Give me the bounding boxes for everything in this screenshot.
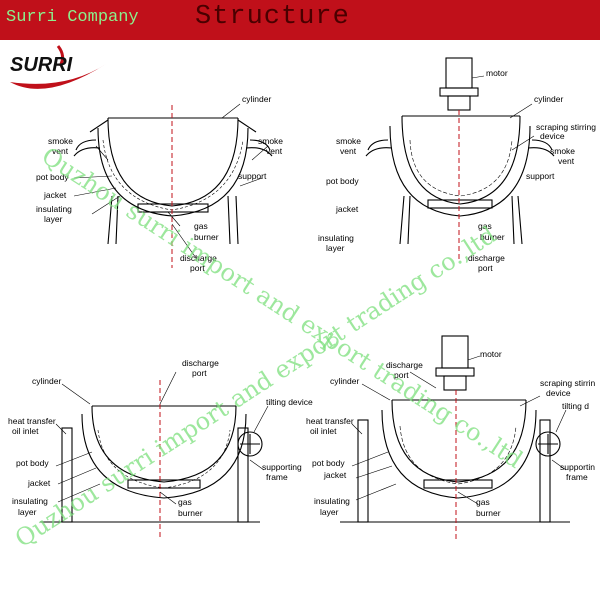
label-jacket-1: jacket (43, 190, 67, 200)
kettle-diagram-basic (73, 103, 273, 268)
label-layer-4: layer (320, 507, 339, 517)
label-smoke-1b: smoke (258, 136, 283, 146)
label-gas-2: gas (478, 221, 492, 231)
label-motor-4: motor (480, 349, 502, 359)
label-vent-1a: vent (52, 146, 69, 156)
label-layer-1: layer (44, 214, 63, 224)
label-vent-1b: vent (266, 146, 283, 156)
label-port-3: port (192, 368, 207, 378)
label-oil-inlet-3: oil inlet (12, 426, 39, 436)
label-insulating-2: insulating (318, 233, 354, 243)
watermark-text-1: Quzhou surri import and export trading c… (37, 142, 528, 474)
label-scraping-4: scraping stirrin (540, 378, 596, 388)
label-insulating-3: insulating (12, 496, 48, 506)
label-burner-2: burner (480, 232, 505, 242)
label-gas-3: gas (178, 497, 192, 507)
label-smoke-1a: smoke (48, 136, 73, 146)
label-burner-1: burner (194, 232, 219, 242)
label-vent-2a: vent (340, 146, 357, 156)
label-port-4: port (394, 370, 409, 380)
label-jacket-4: jacket (323, 470, 347, 480)
label-discharge-1: discharge (180, 253, 217, 263)
label-motor-2: motor (486, 68, 508, 78)
label-cylinder-2: cylinder (534, 94, 563, 104)
label-jacket-2: jacket (335, 204, 359, 214)
label-oil-inlet-4: oil inlet (310, 426, 337, 436)
logo-text: SURRI (10, 54, 73, 76)
label-support-2: support (526, 171, 555, 181)
label-supporting-4: supportin (560, 462, 595, 472)
label-vent-2b: vent (558, 156, 575, 166)
label-burner-4: burner (476, 508, 501, 518)
label-port-1: port (190, 263, 205, 273)
label-gas-1: gas (194, 221, 208, 231)
label-pot-body-3: pot body (16, 458, 49, 468)
label-heat-transfer-4: heat transfer (306, 416, 354, 426)
label-frame-4: frame (566, 472, 588, 482)
company-name: Surri Company (6, 8, 139, 27)
label-insulating-4: insulating (314, 496, 350, 506)
label-pot-body-1: pot body (36, 172, 69, 182)
label-smoke-2b: smoke (550, 146, 575, 156)
logo-swoosh-icon (10, 45, 106, 89)
label-burner-3: burner (178, 508, 203, 518)
label-layer-2: layer (326, 243, 345, 253)
label-scraping-2: scraping stirring (536, 122, 596, 132)
label-port-2: port (478, 263, 493, 273)
kettle-diagram-tilting (40, 371, 269, 540)
label-frame-3: frame (266, 472, 288, 482)
label-cylinder-3: cylinder (32, 376, 61, 386)
label-jacket-3: jacket (27, 478, 51, 488)
label-cylinder-1: cylinder (242, 94, 271, 104)
label-tilting-3: tilting device (266, 397, 313, 407)
kettle-diagram-tilting-stirrer (340, 335, 570, 540)
label-device-2: device (540, 131, 565, 141)
label-discharge-4: discharge (386, 360, 423, 370)
label-device-4: device (546, 388, 571, 398)
label-support-1: support (238, 171, 267, 181)
label-pot-body-4: pot body (312, 458, 345, 468)
header-bar: Surri Company Structure (0, 0, 600, 40)
kettle-diagram-stirrer (365, 57, 555, 262)
label-layer-3: layer (18, 507, 37, 517)
label-discharge-2: discharge (468, 253, 505, 263)
label-supporting-3: supporting (262, 462, 302, 472)
page-title: Structure (195, 2, 350, 32)
label-smoke-2a: smoke (336, 136, 361, 146)
label-tilting-4: tilting d (562, 401, 589, 411)
label-discharge-3: discharge (182, 358, 219, 368)
company-logo: SURRI (6, 42, 116, 100)
label-pot-body-2: pot body (326, 176, 359, 186)
label-insulating-1: insulating (36, 204, 72, 214)
label-heat-transfer-3: heat transfer (8, 416, 56, 426)
label-gas-4: gas (476, 497, 490, 507)
label-cylinder-4: cylinder (330, 376, 359, 386)
